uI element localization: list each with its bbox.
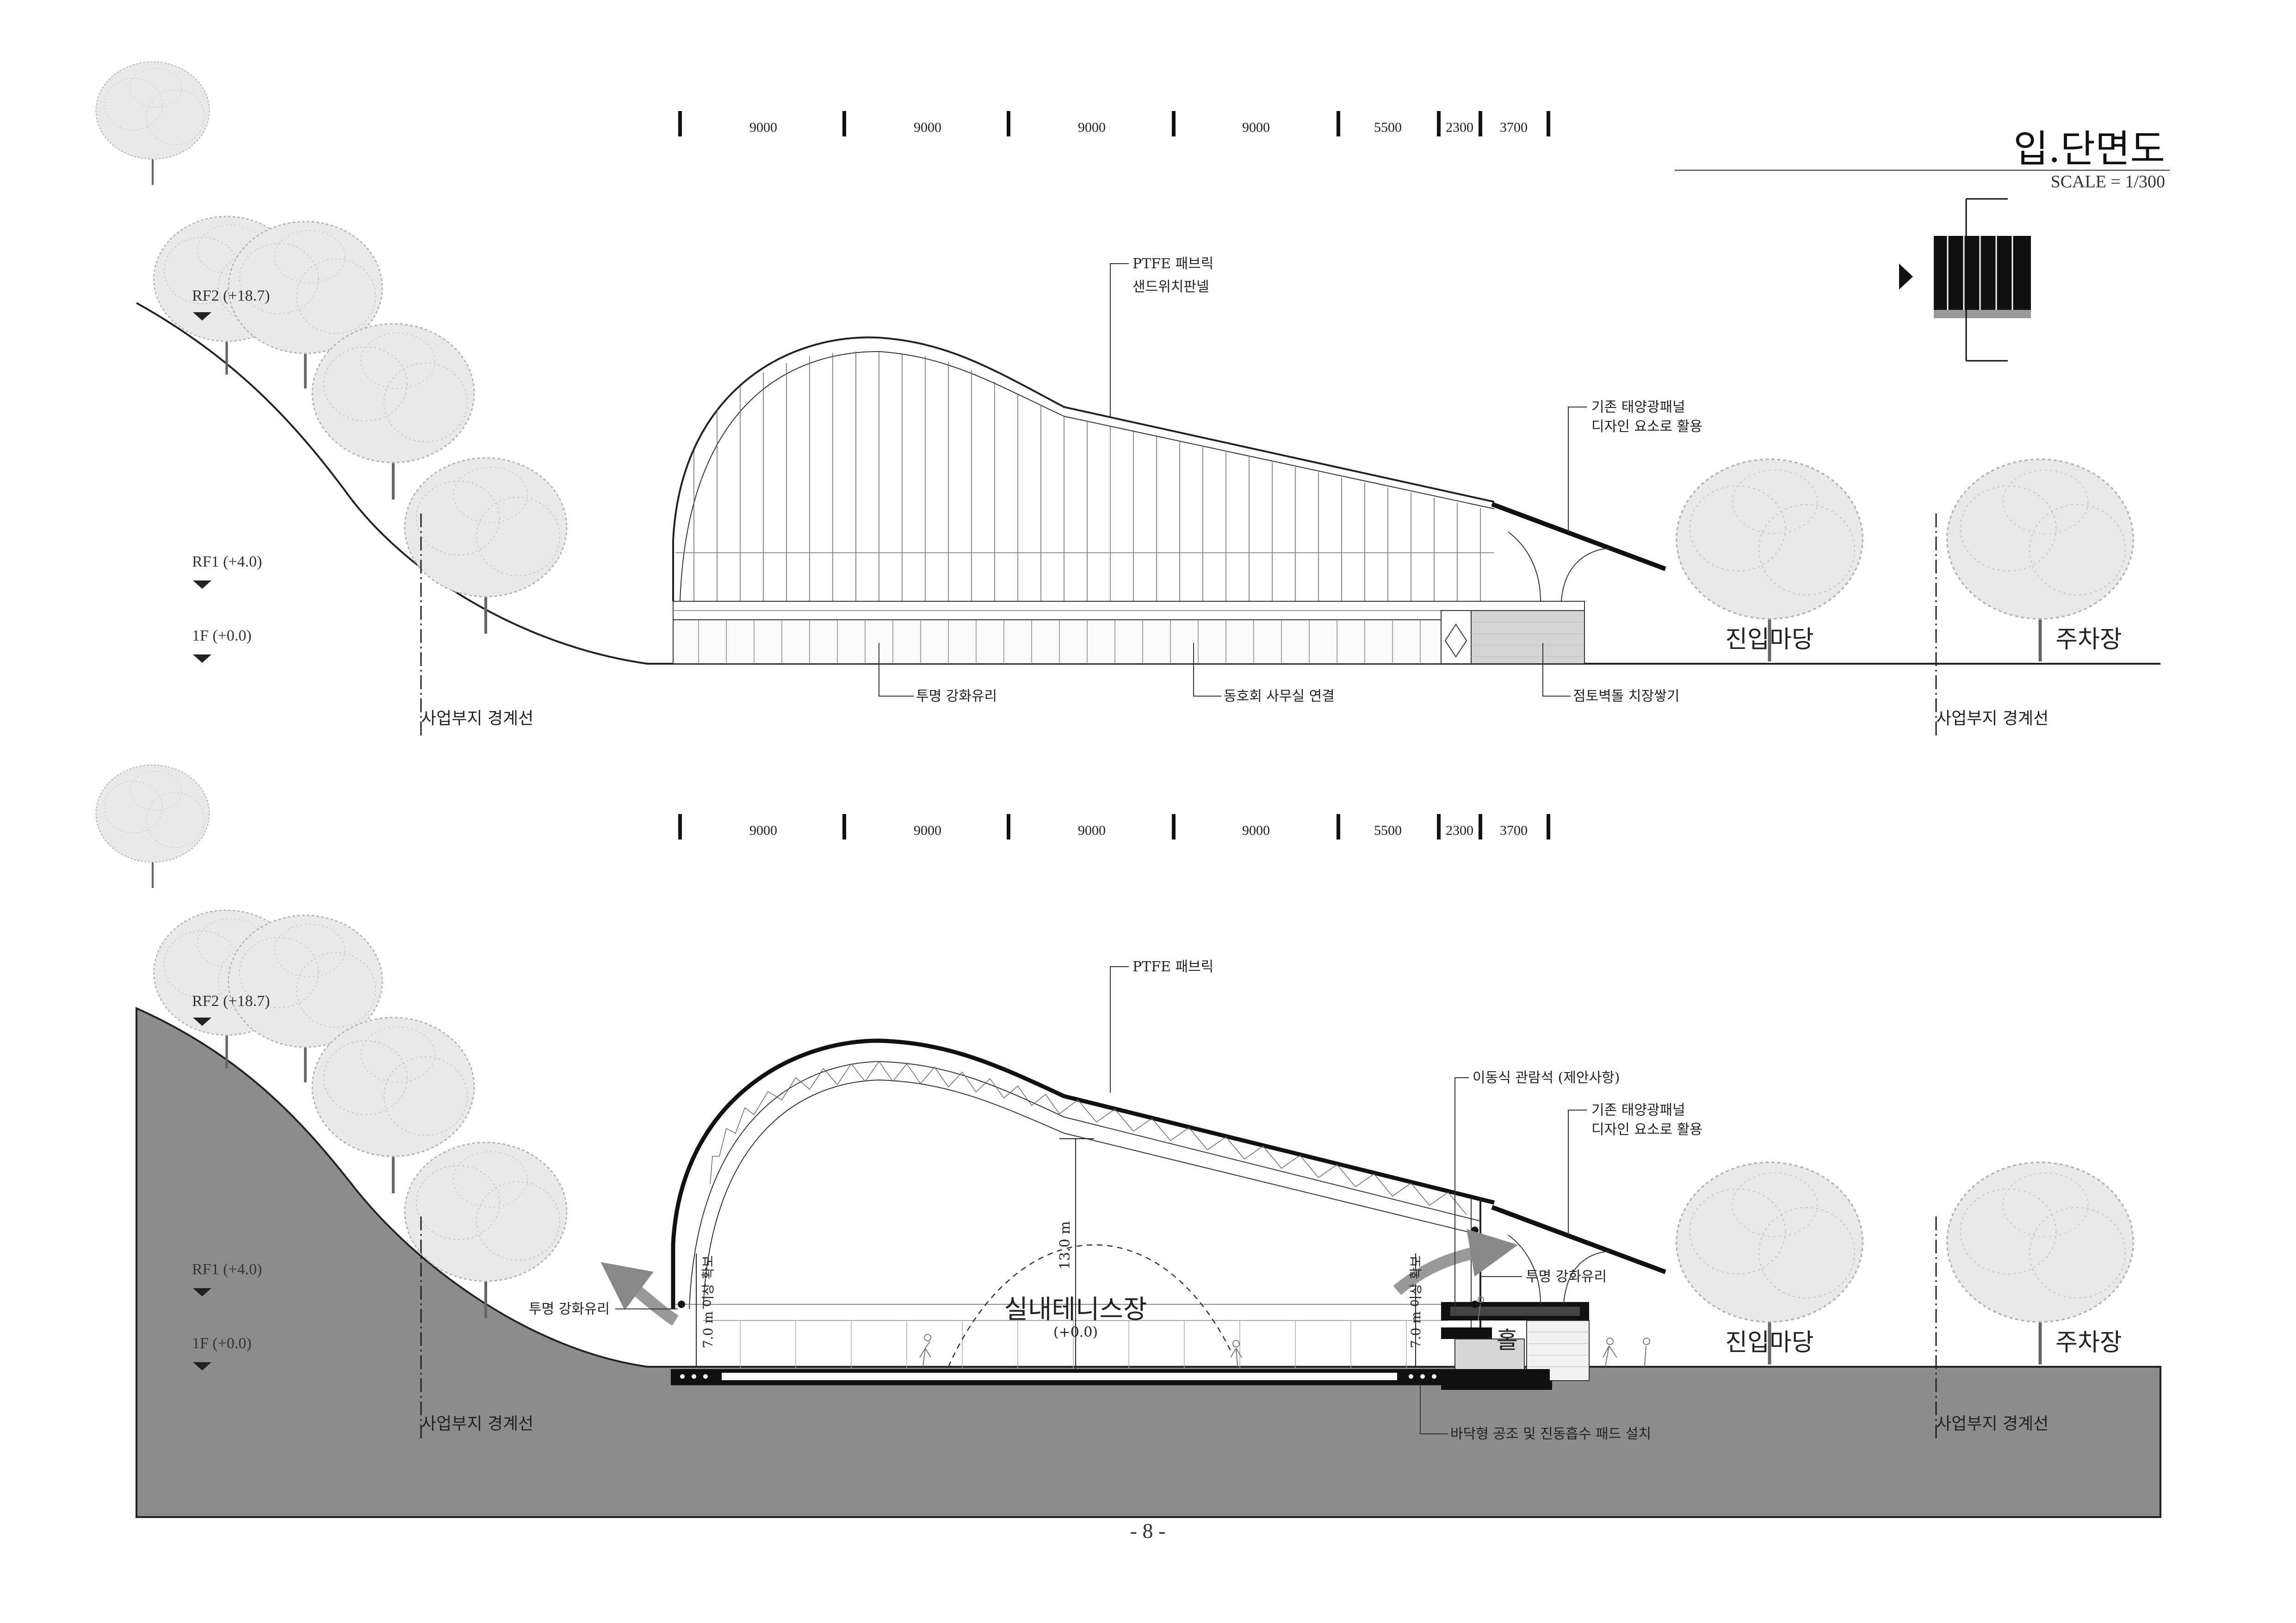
level-markers-bottom: RF2 (+18.7) RF1 (+4.0) 1F (+0.0) <box>192 993 270 1370</box>
level-rf2: RF2 (+18.7) <box>192 993 270 1010</box>
label-vent-right: 7.0 m 이상 확보 <box>1408 1255 1423 1348</box>
scale-label: SCALE = 1/300 <box>2051 172 2165 191</box>
label-court-level: (+0.0) <box>1053 1324 1098 1340</box>
label-solar-2: 디자인 요소로 활용 <box>1591 1122 1702 1138</box>
boundary-label: 사업부지 경계선 <box>421 709 533 728</box>
label-sandwich: 샌드위치판넬 <box>1133 279 1209 295</box>
dim-label: 9000 <box>1242 823 1270 838</box>
dim-label: 5500 <box>1374 823 1402 838</box>
boundary-label: 사업부지 경계선 <box>1936 709 2048 728</box>
zone-entrance: 진입마당 <box>1725 626 1813 654</box>
section-annotations: PTFE 패브릭 이동식 관람석 (제안사항) 기존 태양광패널 디자인 요소로… <box>529 959 1702 1442</box>
dim-label: 9000 <box>749 823 777 838</box>
dim-label: 9000 <box>749 120 777 135</box>
level-rf1: RF1 (+4.0) <box>192 1261 262 1278</box>
zone-parking: 주차장 <box>2055 1329 2122 1357</box>
section-ground <box>136 1006 2161 1518</box>
section-dimensions: 9000 9000 9000 9000 5500 2300 3700 <box>678 814 1550 839</box>
page-number: - 8 - <box>1130 1519 1166 1543</box>
key-plan-icon <box>1899 198 2031 362</box>
level-rf2: RF2 (+18.7) <box>192 287 270 304</box>
label-seating: 이동식 관람석 (제안사항) <box>1473 1070 1620 1086</box>
dim-label: 3700 <box>1500 823 1528 838</box>
label-ptfe: PTFE 패브릭 <box>1133 256 1213 272</box>
dim-label: 9000 <box>914 120 941 135</box>
zone-parking: 주차장 <box>2055 626 2122 654</box>
label-hall: 홀 <box>1497 1327 1518 1354</box>
label-glass-left: 투명 강화유리 <box>529 1301 610 1317</box>
dim-label: 2300 <box>1446 120 1473 135</box>
tree-icon <box>405 458 567 634</box>
level-markers-top: RF2 (+18.7) RF1 (+4.0) 1F (+0.0) <box>192 287 270 663</box>
sheet-title: 입.단면도 <box>2013 127 2165 171</box>
dim-label: 2300 <box>1446 823 1473 838</box>
airflow-arrow-icon <box>600 1262 679 1326</box>
zone-entrance: 진입마당 <box>1725 1329 1813 1357</box>
tree-icon <box>96 62 210 185</box>
level-marker-icon <box>193 580 211 589</box>
label-club: 동호회 사무실 연결 <box>1224 688 1335 704</box>
label-floor: 바닥형 공조 및 진동흡수 패드 설치 <box>1450 1426 1651 1442</box>
airflow-arrow-icon <box>1393 1229 1518 1295</box>
label-height: 13.0 m <box>1057 1221 1073 1270</box>
tree-icon <box>96 765 210 888</box>
dim-label: 9000 <box>914 823 941 838</box>
label-solar-2: 디자인 요소로 활용 <box>1591 419 1702 435</box>
label-ptfe: PTFE 패브릭 <box>1133 959 1213 975</box>
label-court: 실내테니스장 <box>1004 1295 1147 1325</box>
dim-label: 9000 <box>1078 823 1106 838</box>
elevation-annotations: PTFE 패브릭 샌드위치판넬 기존 태양광패널 디자인 요소로 활용 투명 강… <box>879 256 1702 704</box>
building-section <box>671 1038 1666 1390</box>
building-elevation <box>672 336 1666 664</box>
label-glass-right: 투명 강화유리 <box>1526 1269 1607 1285</box>
dim-label: 3700 <box>1500 120 1528 135</box>
label-brick: 점토벽돌 치장쌓기 <box>1573 688 1679 704</box>
level-1f: 1F (+0.0) <box>192 1335 252 1352</box>
level-marker-icon <box>193 654 211 663</box>
boundary-label: 사업부지 경계선 <box>421 1414 533 1433</box>
dim-label: 5500 <box>1374 120 1402 135</box>
label-vent-left: 7.0 m 이상 확보 <box>700 1255 716 1348</box>
level-1f: 1F (+0.0) <box>192 627 252 644</box>
label-solar-1: 기존 태양광패널 <box>1591 399 1685 415</box>
label-solar-1: 기존 태양광패널 <box>1591 1102 1685 1118</box>
elevation-dimensions: 9000 9000 9000 9000 5500 2300 3700 <box>678 111 1550 136</box>
level-rf1: RF1 (+4.0) <box>192 553 262 570</box>
dim-label: 9000 <box>1242 120 1270 135</box>
boundary-label: 사업부지 경계선 <box>1936 1414 2048 1433</box>
label-glass: 투명 강화유리 <box>916 688 997 704</box>
dim-label: 9000 <box>1078 120 1106 135</box>
elevation-ground-line <box>136 302 2160 665</box>
